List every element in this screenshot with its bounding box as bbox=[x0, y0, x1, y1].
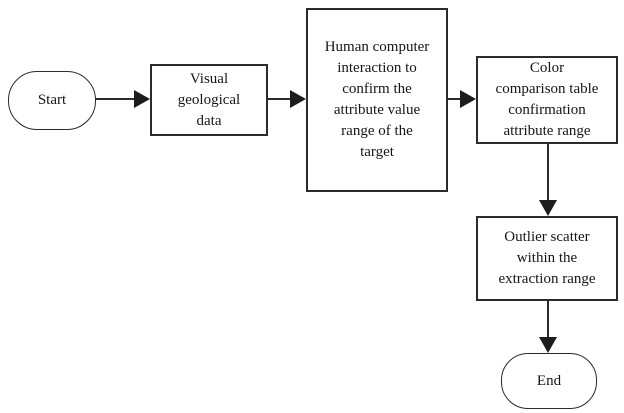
node-start-label: Start bbox=[37, 92, 67, 108]
node-color-comparison-table-label: Color comparison table confirmation attr… bbox=[495, 60, 599, 139]
edge-line bbox=[547, 144, 549, 202]
node-outlier-scatter-label: Outlier scatter within the extraction ra… bbox=[498, 229, 596, 287]
node-visual-geological-data-label: Visual geological data bbox=[177, 70, 241, 129]
arrowhead-right-icon bbox=[290, 90, 306, 108]
node-human-computer-interaction-label: Human computer interaction to confirm th… bbox=[324, 39, 430, 160]
node-outlier-scatter[interactable]: Outlier scatter within the extraction ra… bbox=[476, 216, 618, 301]
edge-line bbox=[268, 98, 292, 100]
node-start[interactable]: Start bbox=[8, 71, 96, 130]
edge-line bbox=[95, 98, 135, 100]
node-color-comparison-table[interactable]: Color comparison table confirmation attr… bbox=[476, 56, 618, 144]
edge-line bbox=[547, 301, 549, 339]
arrowhead-down-icon bbox=[539, 337, 557, 353]
node-end-label: End bbox=[536, 372, 562, 389]
node-visual-geological-data[interactable]: Visual geological data bbox=[150, 64, 268, 136]
node-human-computer-interaction[interactable]: Human computer interaction to confirm th… bbox=[306, 8, 448, 192]
node-end[interactable]: End bbox=[501, 353, 597, 409]
edge-line bbox=[448, 98, 462, 100]
arrowhead-right-icon bbox=[460, 90, 476, 108]
arrowhead-right-icon bbox=[134, 90, 150, 108]
arrowhead-down-icon bbox=[539, 200, 557, 216]
